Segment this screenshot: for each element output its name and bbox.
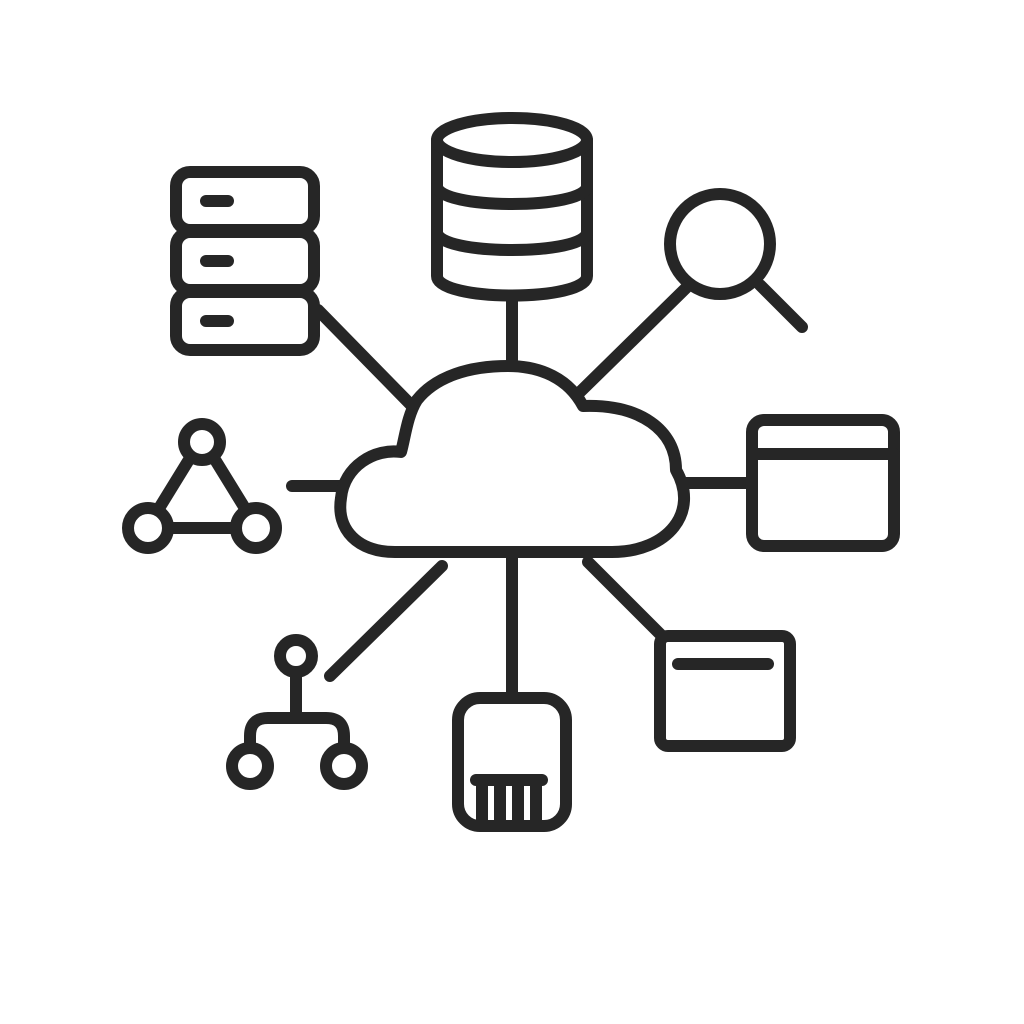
network-edge-right (208, 452, 252, 516)
hierarchy-icon (226, 634, 368, 790)
magnifier-lens (664, 188, 776, 300)
connector-search (574, 282, 692, 398)
hierarchy-node-top (274, 634, 318, 678)
connector-server-rack (312, 304, 420, 414)
browser-window-small-frame (654, 630, 796, 752)
network-edge-left (152, 452, 196, 516)
cloud-icon (334, 360, 691, 558)
network-node-left (122, 502, 174, 554)
server-unit-top (170, 166, 320, 236)
server-rack-icon (170, 166, 320, 356)
hierarchy-node-right (320, 742, 368, 790)
browser-window-large-frame (746, 414, 900, 552)
magnifier-icon (664, 188, 808, 333)
browser-window-large-icon (746, 414, 900, 552)
server-unit-middle (170, 226, 320, 296)
network-triangle-icon (122, 418, 282, 554)
magnifier-handle (754, 279, 808, 333)
network-node-top (178, 418, 226, 466)
hierarchy-node-left (226, 742, 274, 790)
database-top (431, 112, 593, 168)
browser-window-small-icon (654, 630, 796, 752)
server-unit-bottom (170, 286, 320, 356)
database-icon (431, 112, 593, 302)
connector-hierarchy (324, 560, 448, 682)
database-band-1 (431, 180, 593, 210)
sd-card-icon (452, 692, 572, 832)
connectors (286, 282, 758, 702)
database-band-2 (431, 226, 593, 256)
network-node-right (230, 502, 282, 554)
connector-browser-window-small (582, 556, 674, 648)
hierarchy-branches (244, 712, 350, 756)
